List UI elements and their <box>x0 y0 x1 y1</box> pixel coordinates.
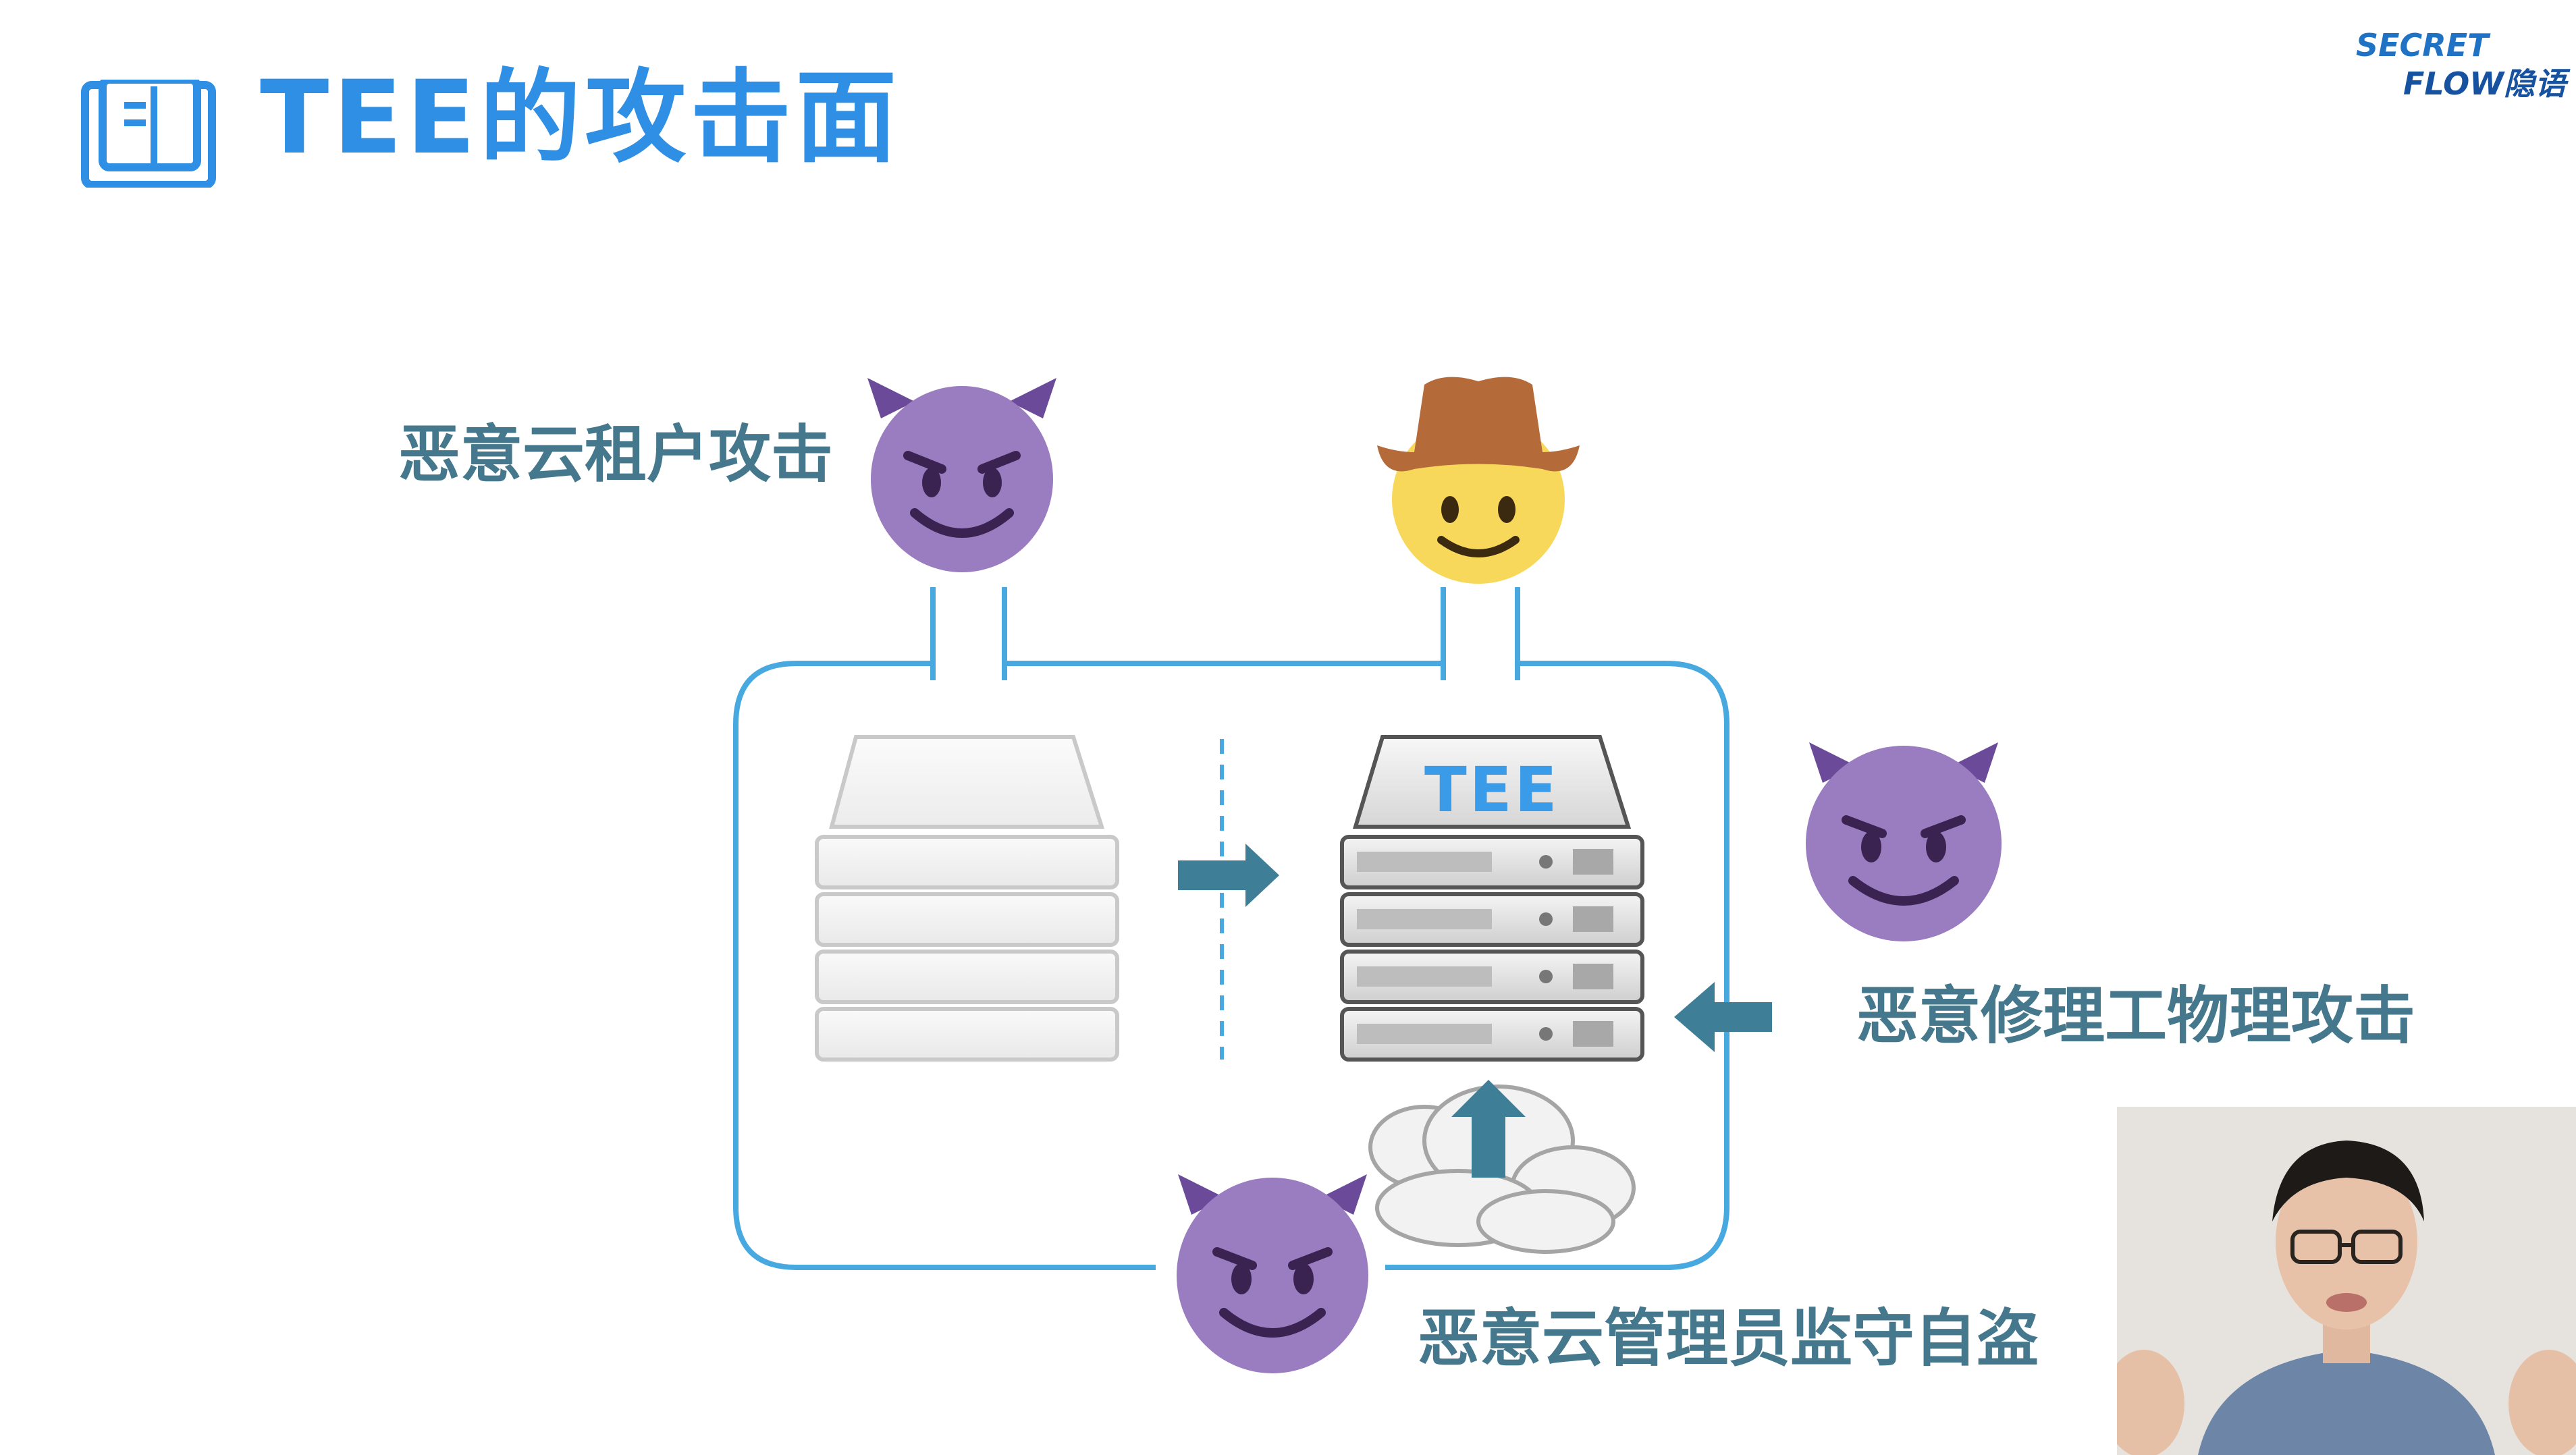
tee-label: TEE <box>1424 754 1560 826</box>
arrow-icon <box>1178 844 1279 907</box>
datacenter-frame <box>733 587 1729 1270</box>
arrow-icon <box>1451 1080 1526 1178</box>
presenter-video <box>2117 1107 2576 1455</box>
server-unit <box>1340 835 1644 889</box>
server-unit <box>1340 1007 1644 1062</box>
page-title: TEE的攻击面 <box>260 59 901 177</box>
normal-server <box>815 735 1119 1062</box>
logo-text-flow: FLOW隐语 <box>2403 65 2566 102</box>
book-icon <box>81 80 216 188</box>
admin-attack-label: 恶意云管理员监守自盗 <box>1418 1302 2039 1375</box>
tee-server <box>1340 735 1644 1062</box>
secretflow-logo: SECRET FLOW隐语 <box>2356 27 2566 102</box>
smiling-devil-icon <box>1806 742 2002 941</box>
server-unit <box>1340 892 1644 947</box>
smiling-devil-icon <box>1177 1174 1368 1373</box>
server-unit <box>1340 950 1644 1004</box>
cowboy-face-icon <box>1377 377 1580 584</box>
presenter-figure <box>2117 1107 2576 1455</box>
tenant-attack-label: 恶意云租户攻击 <box>398 418 834 491</box>
repair-attack-label: 恶意修理工物理攻击 <box>1856 980 2416 1052</box>
smiling-devil-icon <box>867 378 1056 572</box>
arrow-icon <box>1674 982 1772 1052</box>
logo-text-secret: SECRET <box>2356 27 2489 63</box>
